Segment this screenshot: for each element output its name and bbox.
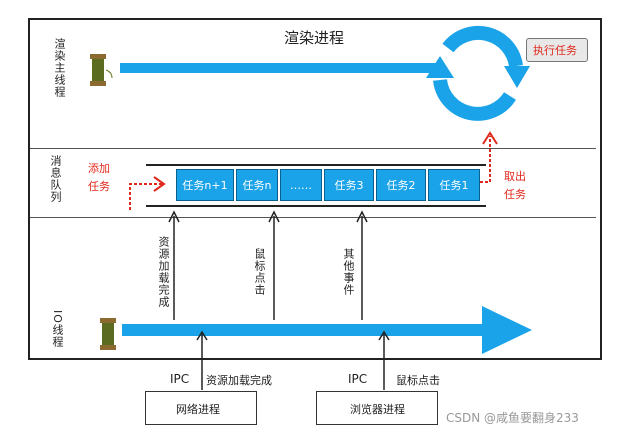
queue-task: 任务1 — [428, 169, 480, 201]
message-queue-label: 消息队列 — [49, 155, 62, 203]
thread-spool-icon — [100, 318, 116, 350]
add-task-arrow — [129, 176, 166, 210]
queue-task: 任务2 — [376, 169, 426, 201]
io-thread-arrow — [122, 306, 532, 354]
event-label-mouse-click: 鼠标点击 — [253, 248, 266, 296]
add-task-label: 添加任务 — [88, 162, 110, 193]
queue-rail-top — [146, 164, 486, 166]
render-process-title: 渲染进程 — [284, 29, 345, 47]
queue-task: 任务n — [236, 169, 278, 201]
section-divider — [30, 148, 596, 149]
queue-task: …… — [280, 169, 322, 201]
execute-task-callout — [526, 38, 588, 62]
ipc-label: IPC — [170, 372, 190, 386]
event-arrows — [168, 210, 368, 320]
ipc-arrows — [196, 330, 390, 390]
browser-process-label: 浏览器进程 — [350, 403, 405, 416]
thread-spool-icon — [90, 54, 113, 86]
event-label-resource-loaded: 资源加载完成 — [157, 236, 170, 308]
queue-task: 任务3 — [324, 169, 374, 201]
browser-process-box — [316, 391, 438, 425]
watermark: CSDN @咸鱼要翻身233 — [446, 411, 579, 425]
queue-rail-bottom — [146, 205, 486, 207]
execute-task-label: 执行任务 — [533, 44, 577, 57]
io-thread-label: IO线程 — [51, 310, 64, 348]
ipc-label: IPC — [348, 372, 368, 386]
event-loop-icon — [426, 25, 530, 121]
take-task-label: 取出任务 — [504, 170, 526, 201]
network-process-box — [145, 391, 257, 425]
ipc-desc: 鼠标点击 — [396, 374, 440, 387]
take-task-arrow — [480, 131, 498, 183]
main-thread-label: 渲染主线程 — [53, 38, 66, 98]
ipc-desc: 资源加载完成 — [206, 374, 272, 387]
queue-task: 任务n+1 — [176, 169, 234, 201]
network-process-label: 网络进程 — [176, 403, 220, 416]
section-divider — [30, 217, 596, 218]
event-label-other: 其他事件 — [342, 248, 355, 296]
main-thread-arrow — [120, 63, 438, 73]
